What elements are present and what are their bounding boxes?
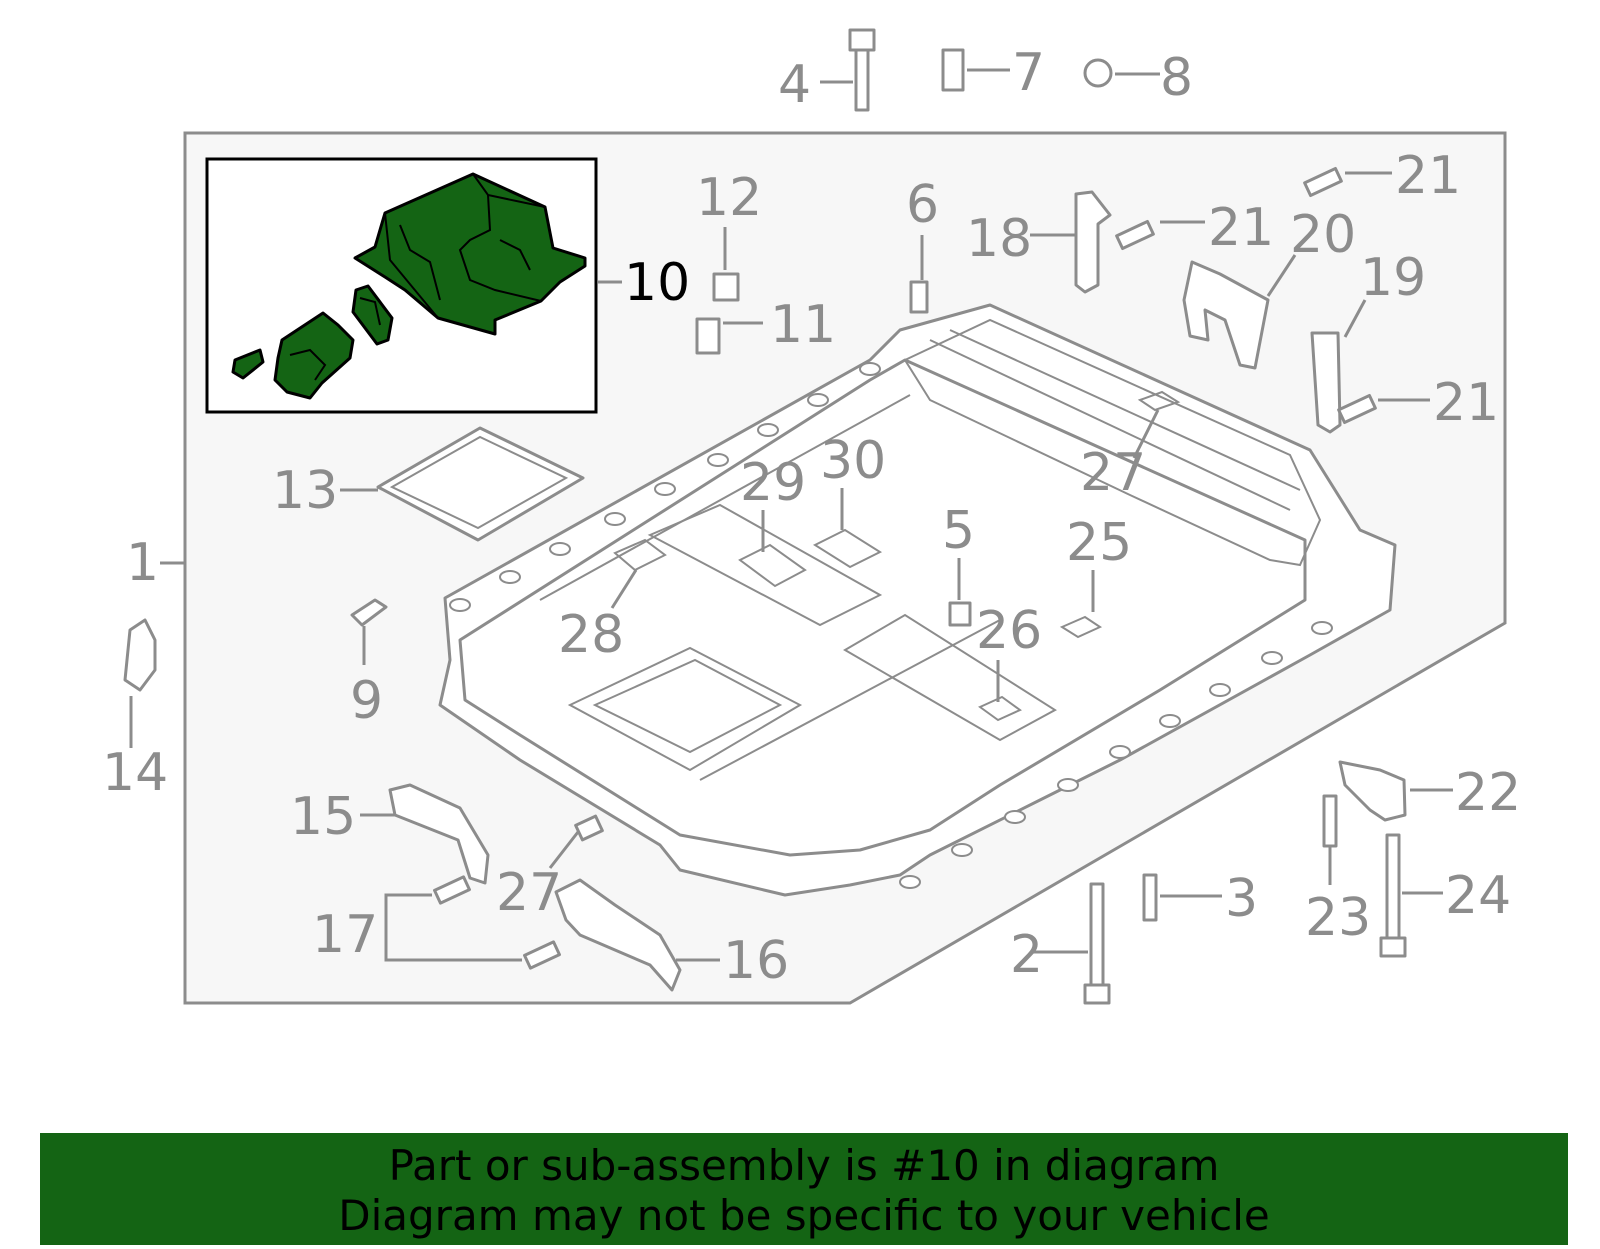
callout-11: 11 (770, 295, 836, 355)
callout-3: 3 (1225, 869, 1258, 929)
callouts: 1 2 3 4 5 6 7 8 9 10 11 12 13 14 15 16 1… (102, 43, 1521, 991)
callout-17: 17 (312, 905, 378, 965)
part-17a-bolt (433, 875, 471, 905)
callout-12: 12 (696, 168, 762, 228)
callout-7: 7 (1012, 43, 1045, 103)
part-8-nut (1083, 58, 1113, 88)
part-7-clip (941, 48, 965, 92)
part-12-nut (712, 272, 740, 302)
callout-25: 25 (1066, 513, 1132, 573)
callout-4: 4 (778, 55, 811, 115)
callout-27b: 27 (496, 863, 562, 923)
callout-26: 26 (976, 601, 1042, 661)
part-15-bracket (388, 783, 490, 885)
part-23-bolt (1322, 794, 1338, 848)
callout-14: 14 (102, 743, 168, 803)
callout-21a: 21 (1395, 146, 1461, 206)
callout-19: 19 (1360, 248, 1426, 308)
callout-21c: 21 (1433, 373, 1499, 433)
part-11-bolt (695, 317, 721, 355)
part-13-gasket (376, 426, 585, 542)
callout-23: 23 (1305, 888, 1371, 948)
part-17b-bolt (523, 940, 561, 970)
part-18-bracket (1074, 190, 1112, 294)
leader-lines (129, 68, 1453, 962)
callout-15: 15 (290, 787, 356, 847)
callout-8: 8 (1160, 48, 1193, 108)
part-20-bracket (1182, 260, 1270, 370)
callout-27a: 27 (1080, 443, 1146, 503)
loose-parts (123, 28, 1407, 1005)
part-4-bolt (854, 46, 870, 112)
part-22-bracket (1338, 760, 1407, 822)
callout-1: 1 (126, 533, 159, 593)
part-2-bolt (1089, 882, 1105, 991)
banner-line-1: Part or sub-assembly is #10 in diagram (388, 1141, 1220, 1190)
callout-5: 5 (942, 501, 975, 561)
part-21a-bolt (1303, 166, 1343, 198)
part-10-highlighted[interactable] (231, 172, 587, 400)
part-16-bracket (554, 878, 682, 992)
part-14-clip (123, 618, 157, 692)
callout-20: 20 (1290, 205, 1356, 265)
callout-2: 2 (1010, 925, 1043, 985)
part-19-bracket (1310, 331, 1342, 434)
part-6-stud (909, 280, 929, 314)
callout-13: 13 (272, 461, 338, 521)
part-24-bolt (1385, 833, 1401, 945)
callout-30: 30 (820, 431, 886, 491)
part-5-bolt (948, 601, 972, 627)
part-27b-clip (574, 814, 604, 842)
callout-16: 16 (723, 931, 789, 991)
part-21c-bolt (1337, 393, 1377, 425)
callout-21b: 21 (1208, 198, 1274, 258)
part-21b-bolt (1115, 219, 1155, 251)
callout-28: 28 (558, 605, 624, 665)
callout-29: 29 (740, 453, 806, 513)
part-3-bolt (1142, 873, 1158, 922)
callout-22: 22 (1455, 763, 1521, 823)
battery-tray (438, 303, 1397, 897)
callout-9: 9 (350, 671, 383, 731)
callout-24: 24 (1445, 866, 1511, 926)
callout-10[interactable]: 10 (624, 253, 690, 313)
callout-18: 18 (966, 209, 1032, 269)
part-9-clip (350, 598, 388, 627)
rim-bolts (449, 362, 1333, 889)
banner-line-2: Diagram may not be specific to your vehi… (338, 1191, 1270, 1240)
info-banner: Part or sub-assembly is #10 in diagram D… (40, 1133, 1568, 1245)
callout-6: 6 (906, 175, 939, 235)
